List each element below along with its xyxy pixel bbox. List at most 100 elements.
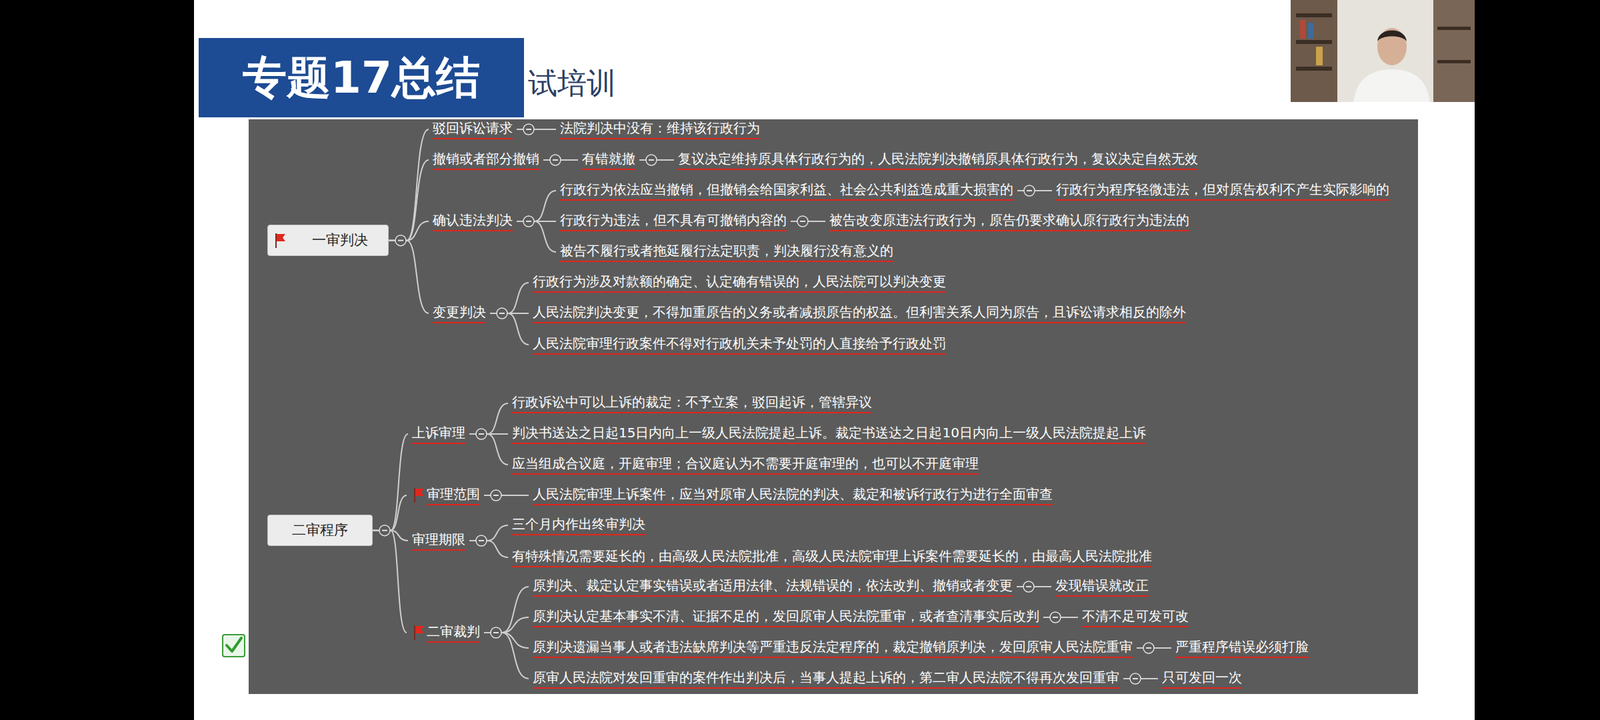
topic-text: 发现错误就改正 <box>1051 575 1153 598</box>
topic-label: 撤销或者部分撤销 <box>432 150 540 170</box>
collapse-toggle <box>476 428 487 440</box>
topic-text: 行政行为依法应当撤销，但撤销会给国家利益、社会公共利益造成重大损害的 <box>556 179 1018 202</box>
collapse-toggle <box>379 525 390 536</box>
collapse-toggle <box>1143 642 1154 654</box>
check-icon <box>222 634 245 657</box>
topic-label: 行政行为依法应当撤销，但撤销会给国家利益、社会公共利益造成重大损害的 <box>560 180 1014 201</box>
branch-line <box>469 540 508 558</box>
topic-text: 行政行为涉及对款额的确定、认定确有错误的，人民法院可以判决变更 <box>528 271 950 294</box>
topic-text: 原判决遗漏当事人或者违法缺席判决等严重违反法定程序的，裁定撤销原判决，发回原审人… <box>528 636 1137 660</box>
topic-text: 被告不履行或者拖延履行法定职责，判决履行没有意义的 <box>556 240 898 264</box>
topic-text: 法院判决中没有：维持该行政行为 <box>556 118 764 141</box>
topic-text: 严重程序错误必须打脸 <box>1171 636 1313 660</box>
topic-text: 原审人民法院对发回重审的案件作出判决后，当事人提起上诉的，第二审人民法院不得再次… <box>528 667 1124 690</box>
branch-line <box>469 403 508 434</box>
webcam-view <box>1290 0 1475 102</box>
topic-text: 确认违法判决 <box>428 210 517 233</box>
branch-line <box>516 221 556 252</box>
topic-label: 审理期限 <box>412 530 466 551</box>
topic-text: 人民法院审理行政案件不得对行政机关未予处罚的人直接给予行政处罚 <box>528 333 950 356</box>
branch-line <box>484 586 529 633</box>
branch-line <box>469 525 508 541</box>
topic-label: 上诉审理 <box>412 424 466 444</box>
collapse-toggle <box>490 627 502 638</box>
topic-text: 不清不足可发可改 <box>1078 606 1193 629</box>
mindmap-panel <box>248 119 1418 694</box>
topic-text: 人民法院判决变更，不得加重原告的义务或者减损原告的权益。但利害关系人同为原告，且… <box>528 302 1190 325</box>
topic-text: 原判决、裁定认定事实错误或者适用法律、法规错误的，依法改判、撤销或者变更 <box>528 575 1017 598</box>
topic-text: 有特殊情况需要延长的，由高级人民法院批准，高级人民法院审理上诉案件需要延长的，由… <box>508 546 1156 569</box>
topic-text: 复议决定维持原具体行政行为的，人民法院判决撤销原具体行政行为，复议决定自然无效 <box>674 148 1202 172</box>
topic-label: 判决书送达之日起15日内向上一级人民法院提起上诉。裁定书送达之日起10日内向上一… <box>512 424 1146 444</box>
topic-text: 有错就撤 <box>578 148 640 172</box>
branch-line <box>484 632 529 679</box>
collapse-toggle <box>1023 581 1034 592</box>
topic-text: 原判决认定基本事实不清、证据不足的，发回原审人民法院重审，或者查清事实后改判 <box>528 606 1044 629</box>
branch-line <box>516 190 556 222</box>
topic-label: 原判决遗漏当事人或者违法缺席判决等严重违反法定程序的，裁定撤销原判决，发回原审人… <box>532 638 1133 658</box>
topic-label: 确认违法判决 <box>432 211 513 232</box>
branch-line <box>372 530 408 541</box>
collapse-toggle <box>490 490 502 501</box>
collapse-toggle <box>523 216 534 227</box>
topic-label: 行政诉讼中可以上诉的裁定：不予立案，驳回起诉，管辖异议 <box>512 393 872 414</box>
topic-label: 严重程序错误必须打脸 <box>1175 638 1309 658</box>
topic-label: 原判决、裁定认定事实错误或者适用法律、法规错误的，依法改判、撤销或者变更 <box>532 576 1013 597</box>
topic-text: 行政行为违法，但不具有可撤销内容的 <box>556 210 791 233</box>
topic-label: 被告不履行或者拖延履行法定职责，判决履行没有意义的 <box>560 242 894 262</box>
collapse-toggle <box>1130 673 1141 684</box>
topic-label: 法院判决中没有：维持该行政行为 <box>560 119 760 140</box>
topic-text: 被告改变原违法行政行为，原告仍要求确认原行政行为违法的 <box>825 210 1194 233</box>
collapse-toggle <box>496 308 508 319</box>
collapse-toggle <box>797 216 808 227</box>
topic-label: 行政行为程序轻微违法，但对原告权利不产生实际影响的 <box>1056 180 1390 201</box>
branch-line <box>372 434 408 531</box>
topic-label: 发现错误就改正 <box>1055 576 1149 597</box>
branch-line <box>516 128 556 130</box>
topic-label: 二审程序 <box>292 521 348 540</box>
branch-line <box>372 495 407 531</box>
branch-line <box>388 240 429 314</box>
topic-label: 有特殊情况需要延长的，由高级人民法院批准，高级人民法院审理上诉案件需要延长的，由… <box>512 547 1152 568</box>
topic-text: 审理范围 <box>406 484 484 507</box>
topic-label: 应当组成合议庭，开庭审理；合议庭认为不需要开庭审理的，也可以不开庭审理 <box>512 454 979 475</box>
topic-text: 应当组成合议庭，开庭审理；合议庭认为不需要开庭审理的，也可以不开庭审理 <box>508 453 983 476</box>
branch-line <box>490 282 529 314</box>
topic-label: 二审裁判 <box>426 622 480 643</box>
topic-label: 被告改变原违法行政行为，原告仍要求确认原行政行为违法的 <box>829 211 1190 232</box>
topic-label: 三个月内作出终审判决 <box>512 515 646 536</box>
branch-line <box>372 530 407 633</box>
collapse-toggle <box>523 124 534 135</box>
topic-label: 只可发回一次 <box>1162 668 1242 689</box>
topic-text: 审理期限 <box>408 529 470 552</box>
topic-label: 人民法院判决变更，不得加重原告的义务或者减损原告的权益。但利害关系人同为原告，且… <box>532 303 1186 324</box>
branch-line <box>388 160 429 241</box>
collapse-toggle <box>1050 612 1061 623</box>
subtitle-fragment: 试培训 <box>528 64 616 104</box>
topic-text: 人民法院审理上诉案件，应当对原审人民法院的判决、裁定和被诉行政行为进行全面审查 <box>528 484 1057 507</box>
branch-line <box>388 221 429 241</box>
collapse-toggle <box>646 154 657 166</box>
topic-label: 复议决定维持原具体行政行为的，人民法院判决撤销原具体行政行为，复议决定自然无效 <box>678 150 1198 170</box>
topic-text: 行政诉讼中可以上诉的裁定：不予立案，驳回起诉，管辖异议 <box>508 392 876 415</box>
topic-text: 二审裁判 <box>406 621 484 644</box>
collapse-toggle <box>1024 185 1035 196</box>
topic-label: 人民法院审理上诉案件，应当对原审人民法院的判决、裁定和被诉行政行为进行全面审查 <box>532 485 1053 506</box>
topic-label: 有错就撤 <box>582 150 636 170</box>
topic-label: 行政行为涉及对款额的确定、认定确有错误的，人民法院可以判决变更 <box>532 272 946 293</box>
collapse-toggle <box>550 154 561 166</box>
title-text: 专题17总结 <box>242 48 480 108</box>
title-banner: 专题17总结 <box>198 38 524 118</box>
flag-icon <box>273 232 287 249</box>
topic-text: 上诉审理 <box>408 422 470 446</box>
topic-text: 三个月内作出终审判决 <box>508 514 650 537</box>
topic-label: 一审判决 <box>312 231 368 250</box>
branch-line <box>469 434 508 465</box>
topic-label: 驳回诉讼请求 <box>432 119 513 140</box>
topic-label: 变更判决 <box>432 303 486 324</box>
topic-text: 判决书送达之日起15日内向上一级人民法院提起上诉。裁定书送达之日起10日内向上一… <box>508 422 1150 446</box>
branch-line <box>490 313 529 345</box>
topic-text: 只可发回一次 <box>1158 667 1246 690</box>
branch-line <box>388 129 429 241</box>
